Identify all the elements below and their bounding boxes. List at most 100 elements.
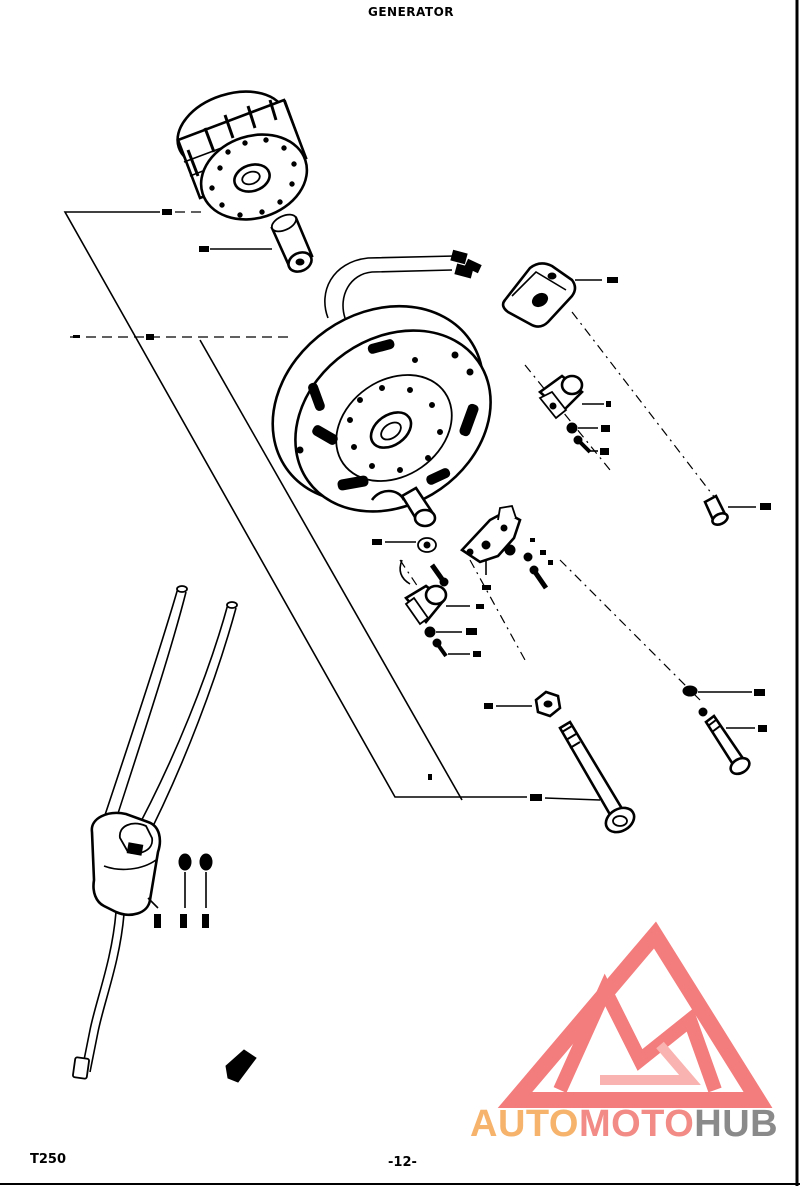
- ht-lead-left-b: [111, 591, 187, 833]
- callout-mark: [760, 503, 771, 510]
- callout-mark: [548, 560, 553, 565]
- center-line-mid: [524, 364, 611, 471]
- callout-mark: [606, 401, 611, 407]
- condenser-lower-tab: [404, 596, 430, 626]
- condenser-lower: [404, 584, 484, 658]
- leader-line-inner-diagonal: [199, 339, 463, 801]
- bracket-hole-top: [547, 272, 557, 280]
- callout-mark: [473, 651, 481, 657]
- callout-mark: [601, 425, 610, 432]
- callout-mark: [530, 794, 542, 801]
- callout-mark: [754, 689, 765, 696]
- flywheel-rotor: [176, 90, 309, 221]
- shaft-top-end: [270, 213, 298, 233]
- watermark-part-hub: HUB: [694, 1103, 778, 1145]
- callout-mark: [202, 914, 209, 928]
- callout-mark: [154, 914, 161, 928]
- flywheel-side-left: [177, 141, 201, 199]
- callout-mark: [428, 774, 432, 780]
- condenser-lower-screw: [432, 638, 448, 658]
- callout-mark: [607, 277, 618, 283]
- condenser-middle: [372, 486, 449, 587]
- callout-mark: [600, 448, 609, 455]
- breaker-arm: [497, 504, 517, 521]
- high-tension-leads: [99, 585, 238, 849]
- coil-primary-wire-b: [89, 913, 125, 1073]
- lock-washer-right: [698, 707, 708, 717]
- coil-primary-wire: [81, 911, 117, 1071]
- callout-mark: [372, 539, 382, 545]
- cable-clamp: [225, 1049, 257, 1083]
- callout-mark: [146, 334, 154, 340]
- model-label: T250: [30, 1152, 66, 1167]
- center-line-upper-right: [571, 311, 716, 499]
- breaker-pivot: [481, 540, 491, 550]
- condenser-upper: [537, 374, 611, 455]
- coil-nut-left: [178, 853, 192, 871]
- ignition-coil-assembly: [72, 585, 238, 1080]
- breaker-screw-hole: [500, 524, 508, 532]
- condenser-middle-washer-hole: [423, 541, 431, 549]
- coil-terminal-block: [126, 842, 144, 856]
- breaker-contact: [466, 548, 474, 556]
- bracket-hole: [531, 292, 549, 308]
- ht-lead-right-b: [141, 607, 237, 849]
- condenser-upper-cap: [560, 374, 584, 396]
- nut-and-long-bolt: [484, 690, 636, 834]
- center-line-coil-left: [399, 559, 421, 591]
- long-bolt-shank: [558, 720, 626, 820]
- stator-hub-bore: [380, 421, 402, 441]
- stator-plate: [271, 249, 492, 513]
- coil-body-edge: [103, 859, 157, 871]
- coil-nut-right: [199, 853, 213, 871]
- condenser-middle-cap: [413, 508, 437, 528]
- bolt-right-thread: [707, 719, 721, 733]
- callout-mark: [476, 604, 484, 609]
- condenser-middle-wire: [399, 559, 411, 585]
- assembly-leader-lines: [63, 211, 716, 801]
- center-line-breaker: [469, 559, 526, 661]
- ht-lead-left-a: [99, 587, 179, 831]
- leader-line-outer: [63, 211, 527, 798]
- leader-line-outer-tail: [544, 797, 601, 801]
- condenser-lower-washer: [424, 626, 436, 638]
- contact-breaker-point: [460, 504, 553, 590]
- stator-fixing-bolt-right: [703, 494, 771, 526]
- callout-mark: [482, 585, 491, 590]
- washer-right: [682, 685, 698, 697]
- watermark-wordmark: AUTOMOTOHUB: [470, 1103, 778, 1145]
- page-title: GENERATOR: [368, 5, 454, 19]
- callout-mark: [530, 538, 535, 542]
- coil-wire-terminal: [72, 1056, 90, 1080]
- flywheel-face-holes: [209, 137, 297, 218]
- condenser-upper-washer: [566, 422, 578, 434]
- breaker-washers: [504, 544, 533, 562]
- bolt-right-head: [729, 756, 751, 776]
- center-line-lower: [559, 559, 701, 701]
- logo-inner-g: [600, 1041, 701, 1085]
- callout-mark: [484, 703, 493, 709]
- shaft-bore: [295, 258, 305, 266]
- callout-mark: [466, 628, 477, 635]
- washer-and-bolt-right: [682, 685, 767, 776]
- watermark-part-auto: AUTO: [470, 1103, 579, 1145]
- mounting-bracket: [501, 262, 618, 328]
- breaker-base: [460, 510, 522, 564]
- rotor-shaft-sleeve: [270, 213, 314, 273]
- long-bolt-thread: [561, 725, 581, 749]
- callout-mark: [73, 335, 80, 338]
- callout-mark: [540, 550, 546, 555]
- stator-lead-wire-inner: [342, 269, 453, 319]
- flywheel-hub-bore: [241, 170, 261, 186]
- watermark-part-moto: MOTO: [579, 1103, 694, 1145]
- watermark-logo: [497, 921, 773, 1108]
- callout-mark: [180, 914, 187, 928]
- ht-lead-right-a: [129, 603, 229, 843]
- condenser-upper-screw: [573, 435, 592, 454]
- ht-lead-left-tip: [176, 585, 188, 593]
- callout-mark: [199, 246, 209, 252]
- ht-lead-right-tip: [226, 601, 238, 609]
- hex-nut-bore: [543, 700, 553, 708]
- long-bolt-head-face: [612, 815, 628, 827]
